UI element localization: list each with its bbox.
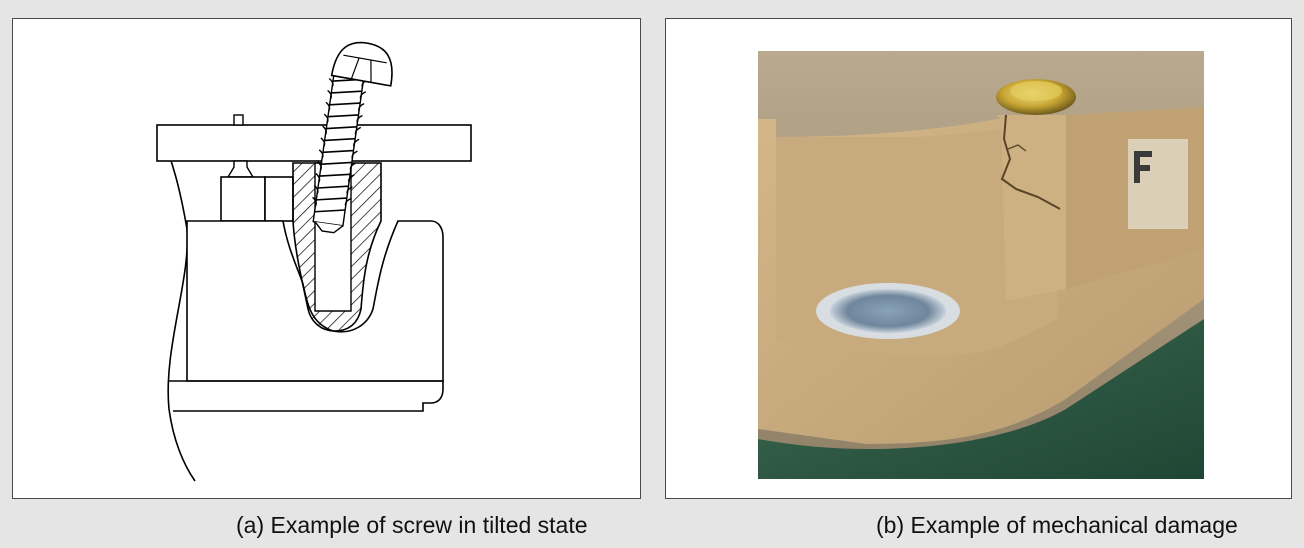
crack-line [1000, 114, 1061, 210]
pin-top [233, 114, 244, 126]
screw-head [330, 41, 393, 87]
figure-b-panel [665, 18, 1292, 499]
figure-a-panel [12, 18, 641, 499]
cracked-module-corner-photo [758, 51, 1204, 479]
caption-b: (b) Example of mechanical damage [876, 512, 1238, 538]
standoff-block [220, 176, 266, 222]
corner-post [996, 115, 1066, 301]
tilted-screw-cross-section-drawing [156, 41, 472, 482]
standoff-side [264, 176, 294, 222]
mounting-hole [830, 289, 946, 333]
base-step [169, 380, 444, 412]
top-plate [156, 124, 472, 162]
logo-mark [1134, 151, 1152, 183]
heatsink-outline [156, 124, 196, 482]
caption-a: (a) Example of screw in tilted state [236, 512, 588, 538]
pin-lower [226, 160, 255, 178]
green-table [758, 319, 1204, 479]
